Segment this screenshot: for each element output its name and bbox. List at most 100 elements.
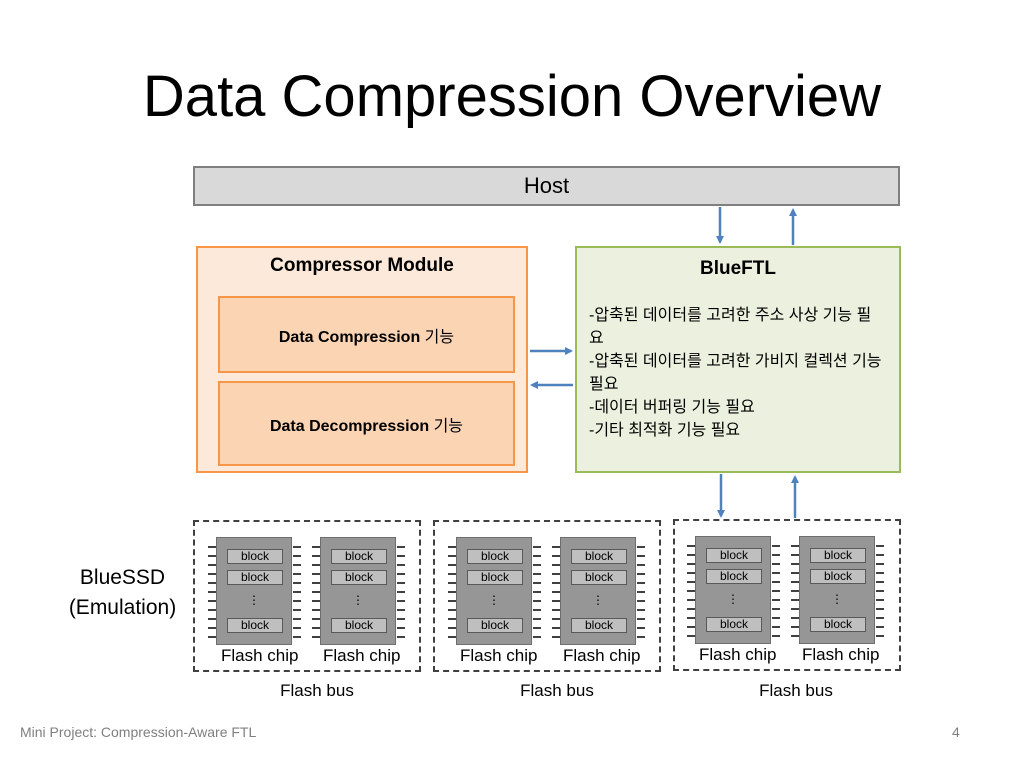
chip-pin [791, 626, 799, 628]
chip-pin [772, 563, 780, 565]
chip-pin [637, 555, 645, 557]
chip-pin [208, 555, 216, 557]
flash-chip-label: Flash chip [221, 646, 299, 665]
chip-pin [397, 573, 405, 575]
chip-pin [397, 546, 405, 548]
chip-pin [552, 546, 560, 548]
chip-pin [293, 600, 301, 602]
chip-pin [876, 545, 884, 547]
chip-pin [687, 617, 695, 619]
chip-pin [312, 609, 320, 611]
block-ellipsis: ⋮ [831, 592, 843, 606]
chip-pin [397, 582, 405, 584]
chip-pin [791, 563, 799, 565]
flash-bus-group-1 [193, 520, 421, 672]
compressor-module: Compressor Module Data Compression 기능 Da… [196, 246, 528, 473]
chip-pin [552, 600, 560, 602]
data-decompression-box: Data Decompression 기능 [218, 381, 515, 466]
chip-pin [533, 627, 541, 629]
chip-pin [448, 573, 456, 575]
chip-pin [208, 627, 216, 629]
chip-pin [397, 627, 405, 629]
chip-pin [448, 600, 456, 602]
chip-pin [876, 563, 884, 565]
chip-pin [397, 618, 405, 620]
chip-pin [312, 600, 320, 602]
chip-pin [293, 564, 301, 566]
flash-block: block [706, 569, 762, 584]
flash-block: block [331, 618, 387, 633]
chip-pin [876, 617, 884, 619]
chip-pin [772, 626, 780, 628]
chip-pin [293, 582, 301, 584]
flash-block: block [227, 549, 283, 564]
blueftl-requirement: -데이터 버퍼링 기능 필요 [589, 399, 755, 416]
page-number: 4 [952, 724, 960, 740]
chip-pin [791, 635, 799, 637]
chip-pin [533, 591, 541, 593]
data-compression-box: Data Compression 기능 [218, 296, 515, 373]
chip-pin [448, 582, 456, 584]
flash-block: block [571, 549, 627, 564]
data-compression-suffix: 기능 [420, 328, 455, 346]
flash-chip-label: Flash chip [802, 645, 880, 664]
chip-pin [312, 573, 320, 575]
chip-pin [293, 636, 301, 638]
chip-pin [533, 555, 541, 557]
chip-pin [448, 609, 456, 611]
chip-pin [552, 636, 560, 638]
flash-chip: block block block ⋮ [312, 537, 405, 645]
chip-pin [312, 627, 320, 629]
block-ellipsis: ⋮ [727, 592, 739, 606]
chip-pin [208, 546, 216, 548]
chip-pin [533, 636, 541, 638]
flash-block: block [331, 549, 387, 564]
chip-pin [533, 600, 541, 602]
flash-block: block [810, 569, 866, 584]
chip-pin [552, 618, 560, 620]
flash-block: block [331, 570, 387, 585]
chip-pin [448, 627, 456, 629]
chip-pin [791, 554, 799, 556]
chip-pin [293, 609, 301, 611]
blueftl-box: BlueFTL -압축된 데이터를 고려한 주소 사상 기능 필요 -압축된 데… [575, 246, 901, 473]
chip-pin [772, 635, 780, 637]
chip-pin [687, 599, 695, 601]
chip-pin [552, 582, 560, 584]
flash-block: block [467, 549, 523, 564]
chip-pin [533, 609, 541, 611]
chip-pin [552, 573, 560, 575]
chip-pin [312, 555, 320, 557]
block-ellipsis: ⋮ [248, 593, 260, 607]
chip-pin [687, 626, 695, 628]
data-decompression-label: Data Decompression [269, 417, 430, 435]
chip-pin [791, 599, 799, 601]
chip-pin [552, 564, 560, 566]
chip-pin [687, 590, 695, 592]
block-ellipsis: ⋮ [352, 593, 364, 607]
chip-pin [876, 590, 884, 592]
data-decompression-suffix: 기능 [429, 417, 464, 435]
flash-chip-label: Flash chip [460, 646, 538, 665]
flash-block: block [467, 618, 523, 633]
chip-pin [448, 618, 456, 620]
chip-pin [687, 563, 695, 565]
chip-pin [208, 618, 216, 620]
chip-pin [208, 609, 216, 611]
chip-pin [448, 636, 456, 638]
chip-pin [687, 608, 695, 610]
chip-pin [533, 573, 541, 575]
chip-pin [293, 546, 301, 548]
chip-pin [637, 600, 645, 602]
chip-pin [448, 564, 456, 566]
chip-pin [876, 554, 884, 556]
chip-pin [293, 573, 301, 575]
page-title: Data Compression Overview [142, 64, 882, 129]
chip-pin [637, 618, 645, 620]
chip-pin [876, 626, 884, 628]
